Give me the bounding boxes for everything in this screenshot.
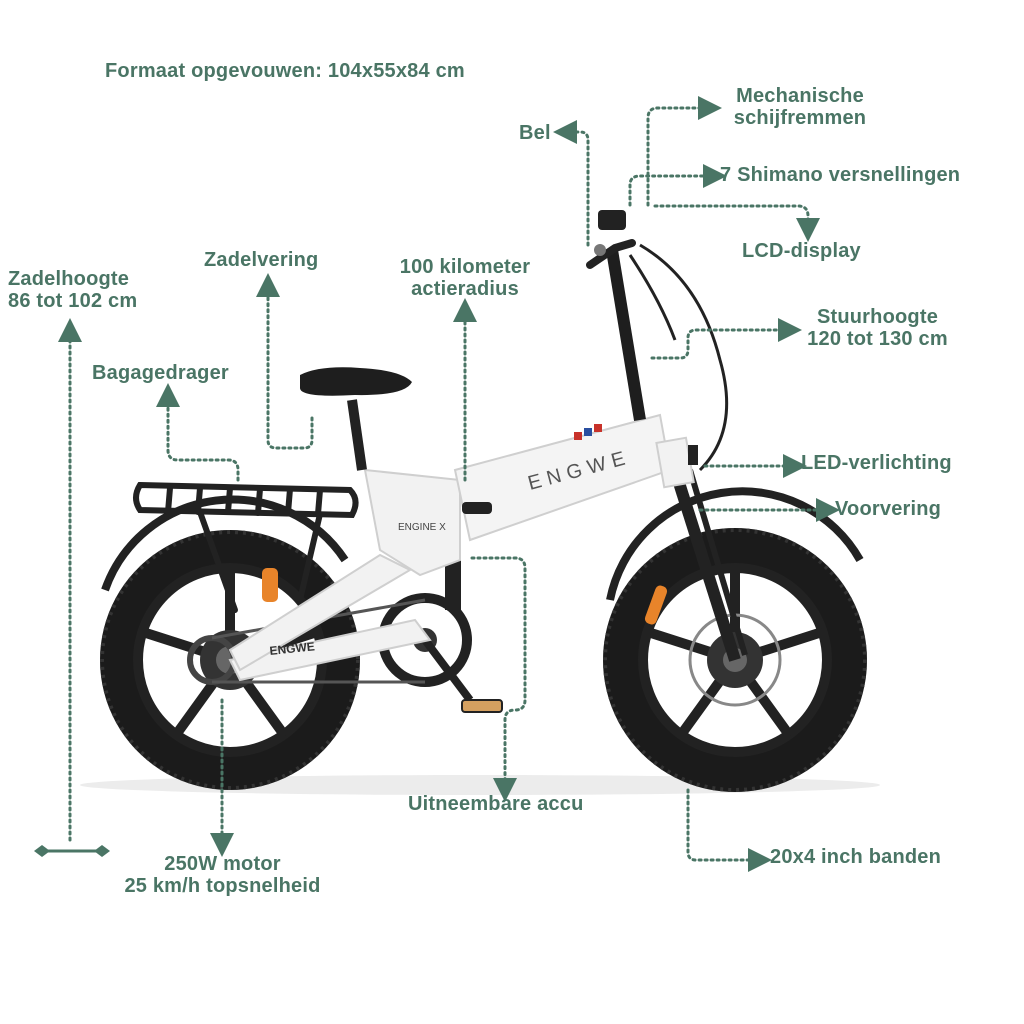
- brand-text-swingarm: ENGWE: [269, 639, 316, 658]
- saddle-height-label: Zadelhoogte 86 tot 102 cm: [8, 268, 138, 312]
- battery-label: Uitneembare accu: [408, 793, 584, 815]
- handlebar-height-label: Stuurhoogte 120 tot 130 cm: [807, 306, 948, 350]
- leader-battery: [470, 556, 527, 802]
- folded-size-label: Formaat opgevouwen: 104x55x84 cm: [105, 60, 465, 82]
- led-label: LED-verlichting: [801, 452, 952, 474]
- leader-gears: [628, 164, 727, 207]
- leader-handlebar: [650, 318, 802, 360]
- bike-frame: ENGWE ENGINE X: [363, 413, 672, 577]
- tires-label: 20x4 inch banden: [770, 846, 942, 868]
- leader-lcd: [653, 204, 820, 242]
- rear-wheel: [100, 530, 360, 790]
- rack-label: Bagagedrager: [92, 362, 229, 384]
- height-ground-marker: [34, 845, 110, 857]
- motor-label: 250W motor 25 km/h topsnelheid: [124, 853, 321, 897]
- rear-rack: [133, 481, 359, 613]
- leader-bel: [553, 120, 590, 247]
- leader-tires: [686, 788, 772, 872]
- lcd-label: LCD-display: [742, 240, 861, 262]
- range-label: 100 kilometer actieradius: [399, 256, 531, 300]
- leader-saddle-suspension: [256, 273, 314, 450]
- saddle-suspension-label: Zadelvering: [204, 249, 319, 271]
- saddle: [300, 367, 412, 396]
- lcd-unit: [598, 210, 626, 230]
- leader-rack: [156, 383, 240, 482]
- bell-label: Bel: [519, 122, 551, 144]
- leader-brakes: [646, 96, 722, 207]
- brakes-label: Mechanische schijfremmen: [733, 85, 867, 129]
- model-text-frame: ENGINE X: [398, 522, 446, 533]
- gears-label: 7 Shimano versnellingen: [720, 164, 961, 186]
- front-suspension-label: Voorvering: [835, 498, 942, 520]
